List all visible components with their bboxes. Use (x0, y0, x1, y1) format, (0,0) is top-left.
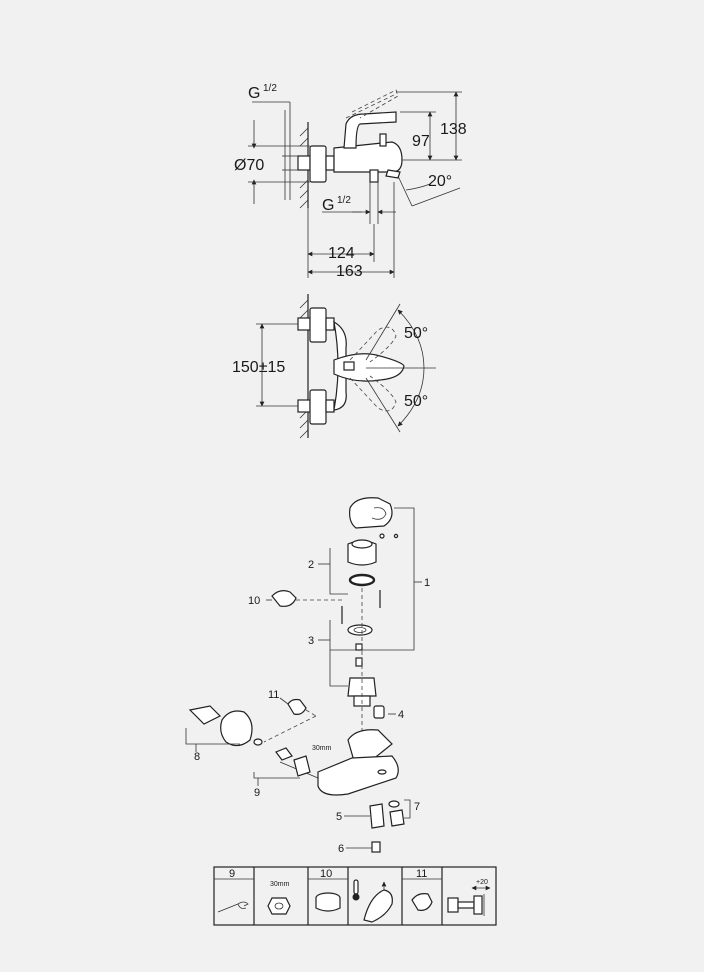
part-10 (271, 590, 297, 607)
spout-angle-label: 20° (428, 173, 452, 190)
callout-5: 5 (336, 811, 342, 823)
part-11 (287, 698, 307, 715)
callout-2: 2 (308, 559, 314, 571)
thermometer-icon (353, 879, 359, 895)
depth-163-label: 163 (336, 263, 363, 280)
part-7 (388, 800, 400, 808)
height-97-label: 97 (412, 133, 430, 150)
callout-6: 6 (338, 843, 344, 855)
part-8 (188, 705, 222, 725)
angle-down-label: 50° (404, 393, 428, 410)
callout-7: 7 (414, 801, 420, 813)
depth-124-label: 124 (328, 245, 355, 262)
centers-label: 150±15 (232, 359, 285, 376)
thread-label-bottom: G (322, 197, 334, 214)
legend-col-9: 9 (229, 868, 235, 880)
label-30mm: 30mm (312, 745, 332, 752)
wrench-icon (217, 901, 249, 913)
thread-fraction-top: 1/2 (263, 83, 277, 94)
exploded-view: 1 2 3 4 (185, 497, 430, 855)
legend-nut-label: 30mm (270, 881, 290, 888)
height-138-label: 138 (440, 121, 467, 138)
legend-extension-label: +20 (476, 879, 488, 886)
callout-1: 1 (424, 577, 430, 589)
side-view: G 1/2 Ø70 97 138 20° G 1/2 (234, 83, 467, 280)
legend-col-11: 11 (416, 868, 427, 880)
thread-label-top: G (248, 85, 260, 102)
extension-icon (447, 897, 459, 913)
legend-table: 9 10 11 30mm +20 (213, 866, 497, 926)
thread-fraction-bottom: 1/2 (337, 195, 351, 206)
front-view: 150±15 50° 50° (232, 294, 436, 439)
callout-10: 10 (248, 595, 260, 607)
callout-9: 9 (254, 787, 260, 799)
part-11-icon (411, 893, 433, 911)
callout-8: 8 (194, 751, 200, 763)
callout-3: 3 (308, 635, 314, 647)
lever (343, 111, 397, 149)
part-handle (349, 497, 393, 529)
nut-icon (267, 897, 291, 915)
handle-icon (363, 889, 393, 923)
diameter-label: Ø70 (234, 157, 264, 174)
part-5 (369, 803, 385, 829)
legend-col-10: 10 (320, 868, 332, 880)
callout-11: 11 (268, 689, 279, 701)
angle-up-label: 50° (404, 325, 428, 342)
part-9 (275, 747, 293, 761)
callout-4: 4 (398, 709, 404, 721)
